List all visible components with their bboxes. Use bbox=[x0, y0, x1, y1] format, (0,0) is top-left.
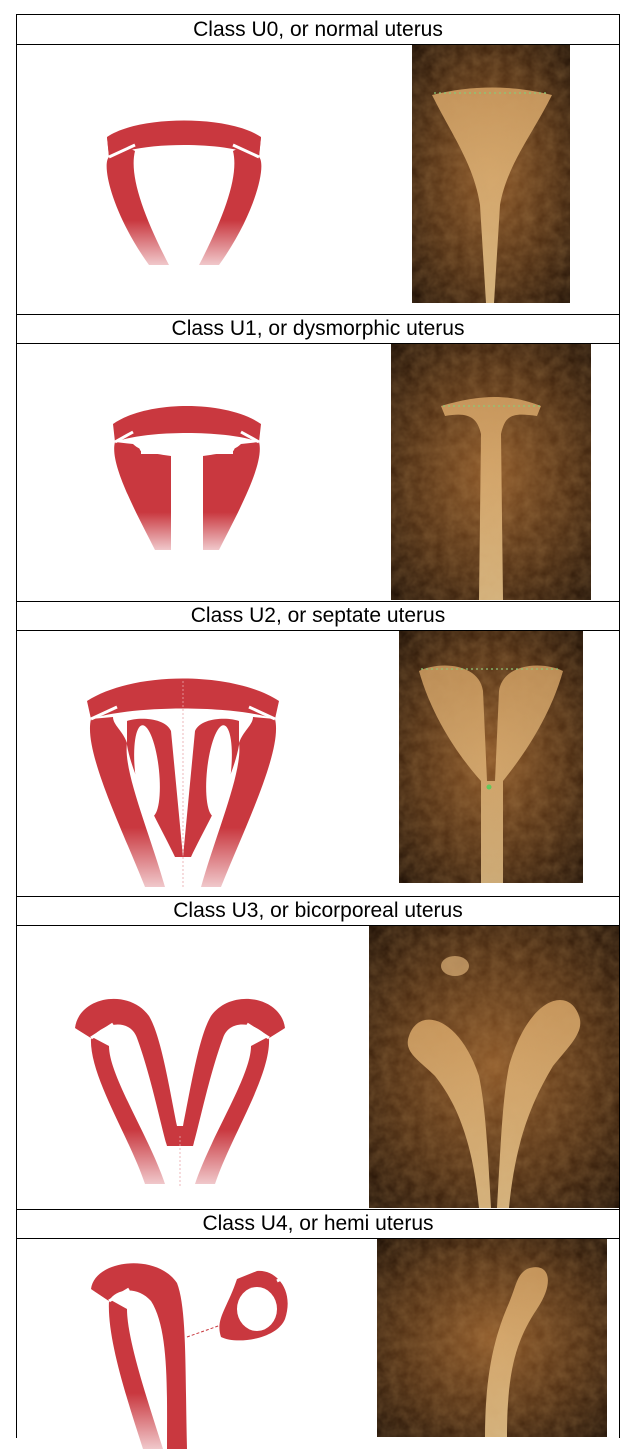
row-header-u2: Class U2, or septate uterus bbox=[17, 601, 619, 631]
hemi-uterus-diagram bbox=[87, 1249, 307, 1449]
classification-table: Class U0, or normal uterus Class U1, or … bbox=[16, 14, 620, 1438]
row-u4 bbox=[17, 1239, 619, 1439]
bicorporeal-uterus-ultrasound bbox=[369, 926, 619, 1208]
hemi-uterus-ultrasound bbox=[377, 1239, 607, 1437]
dysmorphic-uterus-diagram bbox=[107, 394, 267, 554]
bicorporeal-uterus-diagram bbox=[69, 976, 291, 1186]
normal-uterus-diagram bbox=[99, 105, 269, 275]
row-header-u4: Class U4, or hemi uterus bbox=[17, 1209, 619, 1239]
row-header-u1: Class U1, or dysmorphic uterus bbox=[17, 314, 619, 344]
row-header-u0: Class U0, or normal uterus bbox=[17, 15, 619, 45]
row-u3 bbox=[17, 926, 619, 1209]
dysmorphic-uterus-ultrasound bbox=[391, 344, 591, 600]
septate-uterus-ultrasound bbox=[399, 631, 583, 883]
septate-uterus-diagram bbox=[83, 661, 283, 891]
row-u0 bbox=[17, 45, 619, 314]
row-u2 bbox=[17, 631, 619, 896]
row-header-u3: Class U3, or bicorporeal uterus bbox=[17, 896, 619, 926]
row-u1 bbox=[17, 344, 619, 601]
normal-uterus-ultrasound bbox=[412, 45, 570, 303]
